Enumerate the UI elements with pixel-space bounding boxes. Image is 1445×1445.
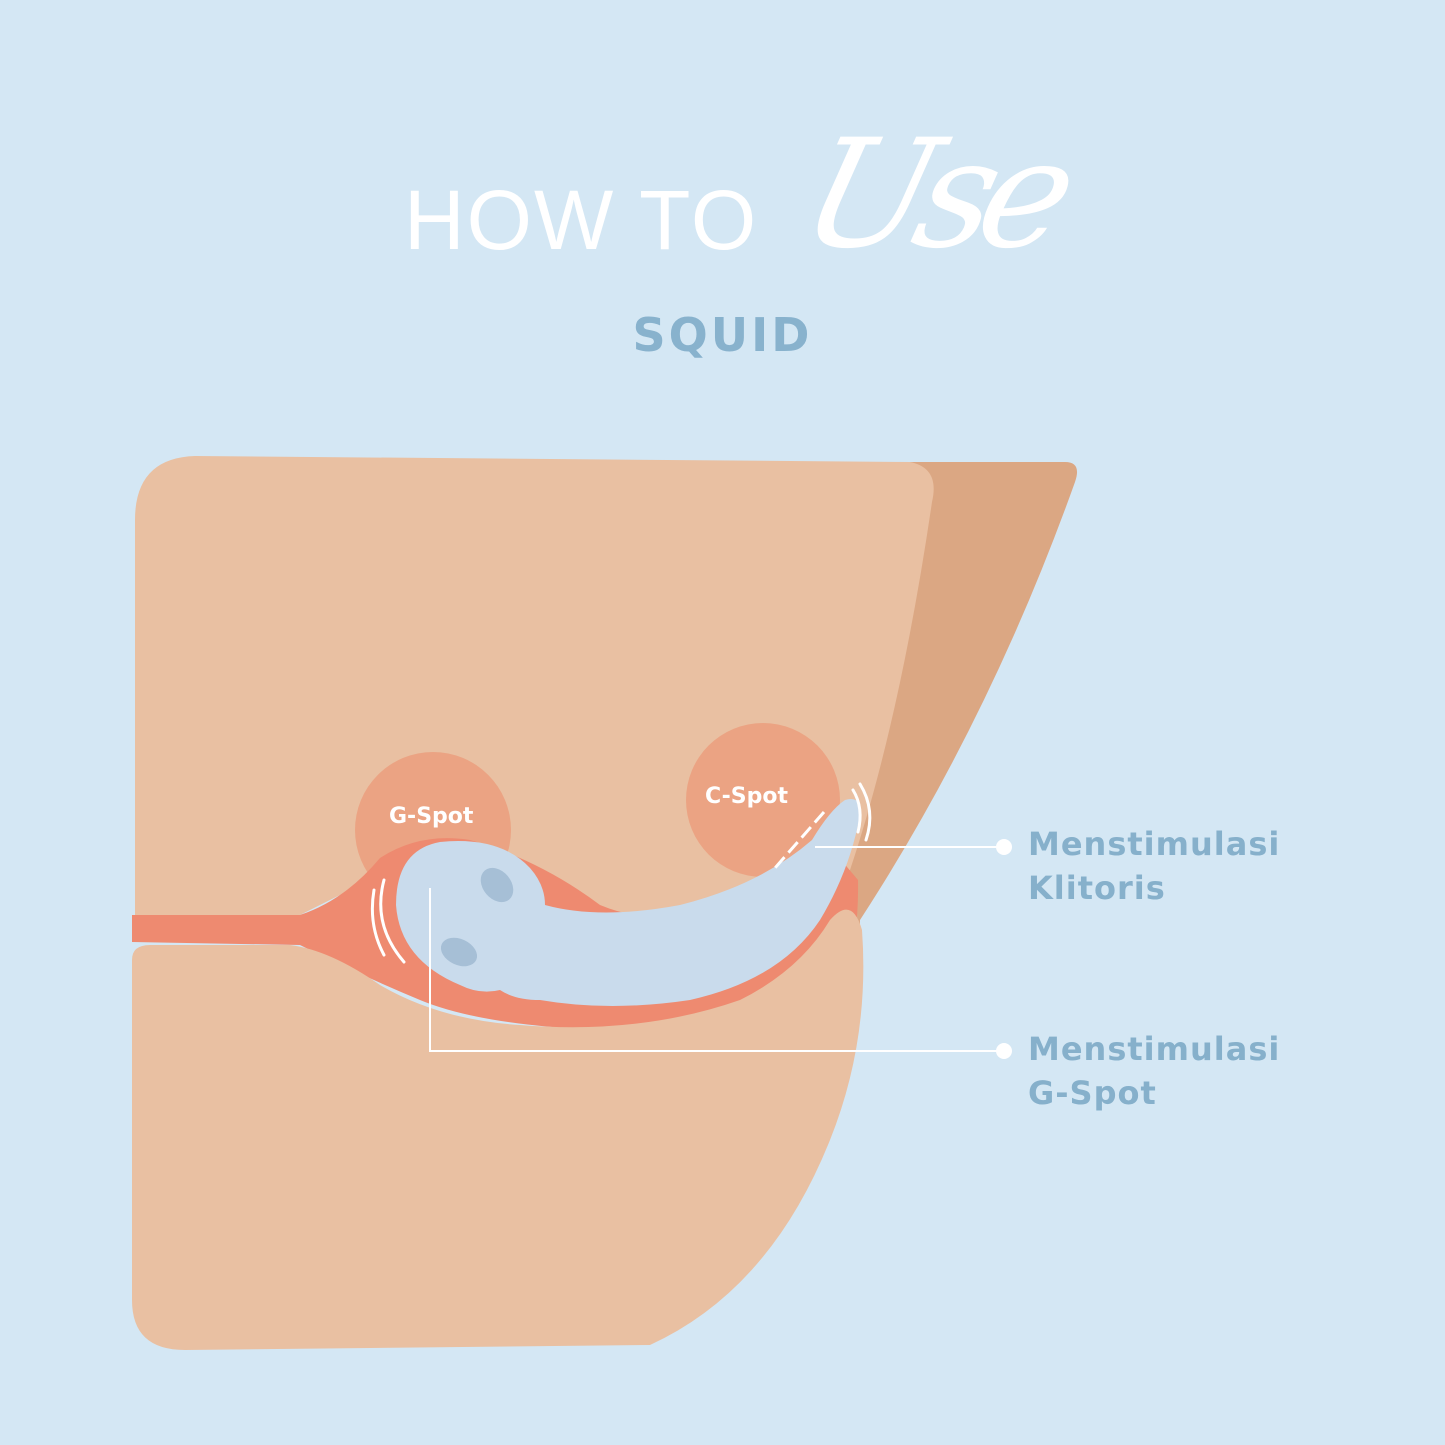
device-dot-upper [480, 867, 514, 903]
callout-gspot-line2: G-Spot [1028, 1074, 1157, 1112]
c-spot-label: C-Spot [705, 784, 788, 809]
callout-dot-klitoris [996, 839, 1012, 855]
title-how-to: HOW TO [404, 173, 759, 267]
lower-body-shape [132, 909, 864, 1350]
callout-dot-gspot [996, 1043, 1012, 1059]
callout-klitoris-line2: Klitoris [1028, 869, 1166, 907]
vibration-lines-gspot [370, 878, 406, 964]
callout-klitoris: Menstimulasi Klitoris [1028, 822, 1280, 910]
product-name: SQUID [632, 308, 813, 362]
device-squid-shape [396, 799, 861, 1006]
device-dot-lower [440, 937, 478, 967]
callout-gspot-line1: Menstimulasi [1028, 1030, 1281, 1068]
callout-klitoris-line1: Menstimulasi [1028, 825, 1281, 863]
callout-line-gspot [429, 888, 1003, 1052]
vibration-lines-cspot [851, 782, 872, 842]
g-spot-label: G-Spot [389, 804, 474, 829]
contact-dashes [773, 811, 826, 869]
callout-gspot: Menstimulasi G-Spot [1028, 1027, 1280, 1115]
page-header: HOW TO Use [0, 108, 1445, 290]
c-spot-circle [686, 723, 840, 877]
